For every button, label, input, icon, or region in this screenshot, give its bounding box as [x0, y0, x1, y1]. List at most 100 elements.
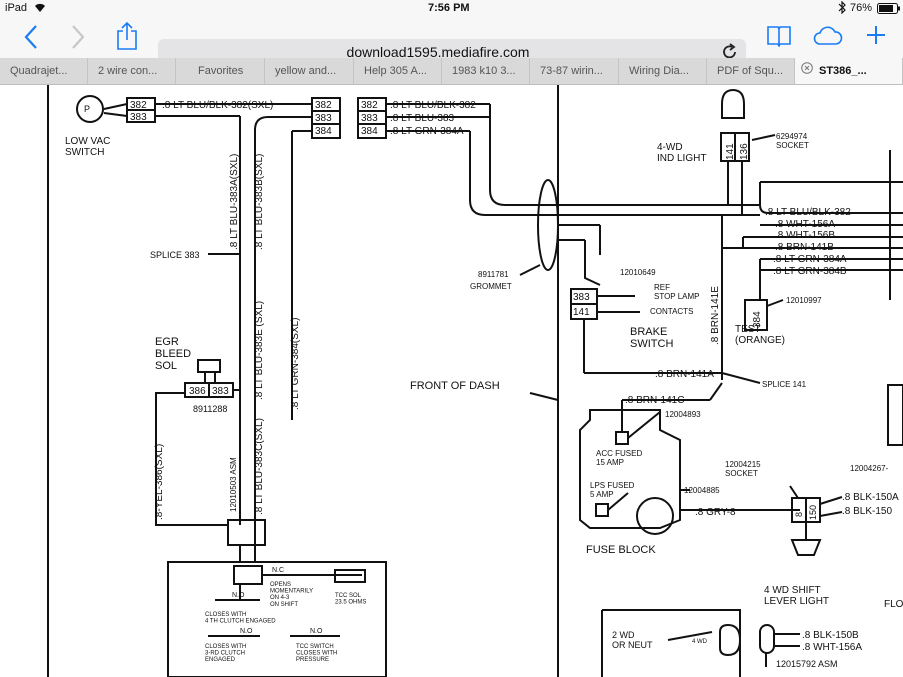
- part-12004267-label: 12004267-: [850, 464, 889, 473]
- close-tab-icon[interactable]: [801, 58, 813, 84]
- part-8911288-label: 8911288: [193, 404, 227, 414]
- wire-383b-label: .8 LT BLU-383B(SXL): [254, 154, 265, 250]
- url-text: download1595.mediafire.com: [346, 44, 530, 60]
- wire-r-384b-label: .8 LT GRN-384B: [773, 266, 847, 277]
- wire-384-label: .8 LT GRN-384(SXL): [290, 318, 301, 410]
- icloud-tabs-icon[interactable]: [813, 26, 843, 51]
- clock: 7:56 PM: [428, 2, 470, 14]
- part-12004885-label: 12004885: [684, 486, 720, 495]
- wire-384a-label: .8 LT GRN-384A: [390, 126, 464, 137]
- back-button[interactable]: [23, 24, 39, 55]
- conn-383-egr: 383: [212, 386, 229, 397]
- reload-icon[interactable]: [722, 43, 738, 66]
- wire-141c-label: .8 BRN-141C: [625, 395, 684, 406]
- no-label-3: N.O: [310, 628, 323, 635]
- conn-382-right: 382: [361, 100, 378, 111]
- bookmarks-icon[interactable]: [767, 25, 791, 52]
- no-label-1: N.O: [232, 592, 245, 599]
- new-tab-button[interactable]: [866, 25, 886, 50]
- grommet-part-label: 8911781: [478, 270, 509, 279]
- tab-pdf-of-squ[interactable]: PDF of Squ...: [707, 58, 795, 84]
- wire-382-label: .8 LT BLU/BLK-382: [390, 100, 476, 111]
- conn-382-mid: 382: [315, 100, 332, 111]
- tab-1983-k10[interactable]: 1983 k10 3...: [442, 58, 530, 84]
- wire-141e-label: .8 BRN-141E: [710, 286, 721, 345]
- grommet-label: GROMMET: [470, 282, 512, 291]
- conn-383-mid: 383: [315, 113, 332, 124]
- forward-button[interactable]: [70, 24, 86, 55]
- tab-st386[interactable]: ST386_...: [795, 58, 903, 84]
- conn-383-brake: 383: [573, 292, 590, 303]
- conn-8: 8: [794, 512, 804, 517]
- wire-383a-label: .8 LT BLU-383A(SXL): [229, 154, 240, 250]
- wire-r-141b-label: .8 BRN-141B: [775, 242, 834, 253]
- wire-r-384a-label: .8 LT GRN-384A: [773, 254, 847, 265]
- contacts-label: CONTACTS: [650, 307, 693, 316]
- battery-percent: 76%: [850, 2, 873, 14]
- carrier-label: iPad: [5, 2, 28, 14]
- part-12004893-label: 12004893: [665, 410, 701, 419]
- wifi-icon: [33, 1, 47, 16]
- conn-384-mid: 384: [315, 126, 332, 137]
- tab-2-wire[interactable]: 2 wire con...: [88, 58, 176, 84]
- wire-382-sxl-label: .8 LT BLU/BLK-382(SXL): [162, 100, 273, 111]
- wire-383-label: .8 LT BLU-383: [390, 113, 455, 124]
- no-label-2: N.O: [240, 628, 253, 635]
- conn-386: 386: [189, 386, 206, 397]
- splice-141-label: SPLICE 141: [762, 380, 807, 389]
- wire-gry8-label: .8 GRY-8: [695, 507, 736, 518]
- browser-toolbar: download1595.mediafire.com: [0, 18, 903, 65]
- wire-141a-label: .8 BRN-141A: [655, 369, 714, 380]
- conn-383-left: 383: [130, 112, 147, 123]
- part-12010997-label: 12010997: [786, 296, 822, 305]
- tab-yellow-and[interactable]: yellow and...: [265, 58, 354, 84]
- share-button[interactable]: [116, 21, 138, 56]
- splice-383-label: SPLICE 383: [150, 250, 200, 260]
- wire-386-label: .8-YEL-386(SXL): [154, 444, 165, 520]
- wire-150b-label: .8 BLK-150B: [802, 630, 859, 641]
- wire-156a-bottom-label: .8 WHT-156A: [802, 642, 862, 653]
- front-of-dash-label: FRONT OF DASH: [410, 380, 500, 392]
- conn-383-right: 383: [361, 113, 378, 124]
- wire-383c-label: .8 LT BLU-383C(SXL): [254, 418, 265, 515]
- flo-label: FLO: [884, 599, 903, 610]
- tab-favorites[interactable]: Favorites: [176, 58, 265, 84]
- status-bar: iPad 7:56 PM 76%: [0, 0, 903, 18]
- tab-wiring-dia[interactable]: Wiring Dia...: [619, 58, 707, 84]
- wire-150-label: .8 BLK-150: [842, 506, 892, 517]
- asm-12010503-label: 12010503 ASM: [229, 457, 238, 512]
- battery-icon: [877, 3, 901, 17]
- conn-384-right: 384: [361, 126, 378, 137]
- nc-label: N.C: [272, 567, 284, 574]
- wire-150a-label: .8 BLK-150A: [842, 492, 899, 503]
- tab-quadrajet[interactable]: Quadrajet...: [0, 58, 88, 84]
- svg-text:P: P: [84, 104, 90, 114]
- part-12010649-label: 12010649: [620, 268, 656, 277]
- tab-st386-label: ST386_...: [819, 65, 867, 77]
- conn-150: 150: [808, 505, 818, 520]
- conn-141-ind: 141: [725, 143, 736, 160]
- tab-73-87-wiring[interactable]: 73-87 wirin...: [530, 58, 619, 84]
- test-orange-label: TEST(ORANGE): [735, 324, 785, 346]
- bluetooth-icon: [838, 0, 846, 17]
- tab-help-305[interactable]: Help 305 A...: [354, 58, 442, 84]
